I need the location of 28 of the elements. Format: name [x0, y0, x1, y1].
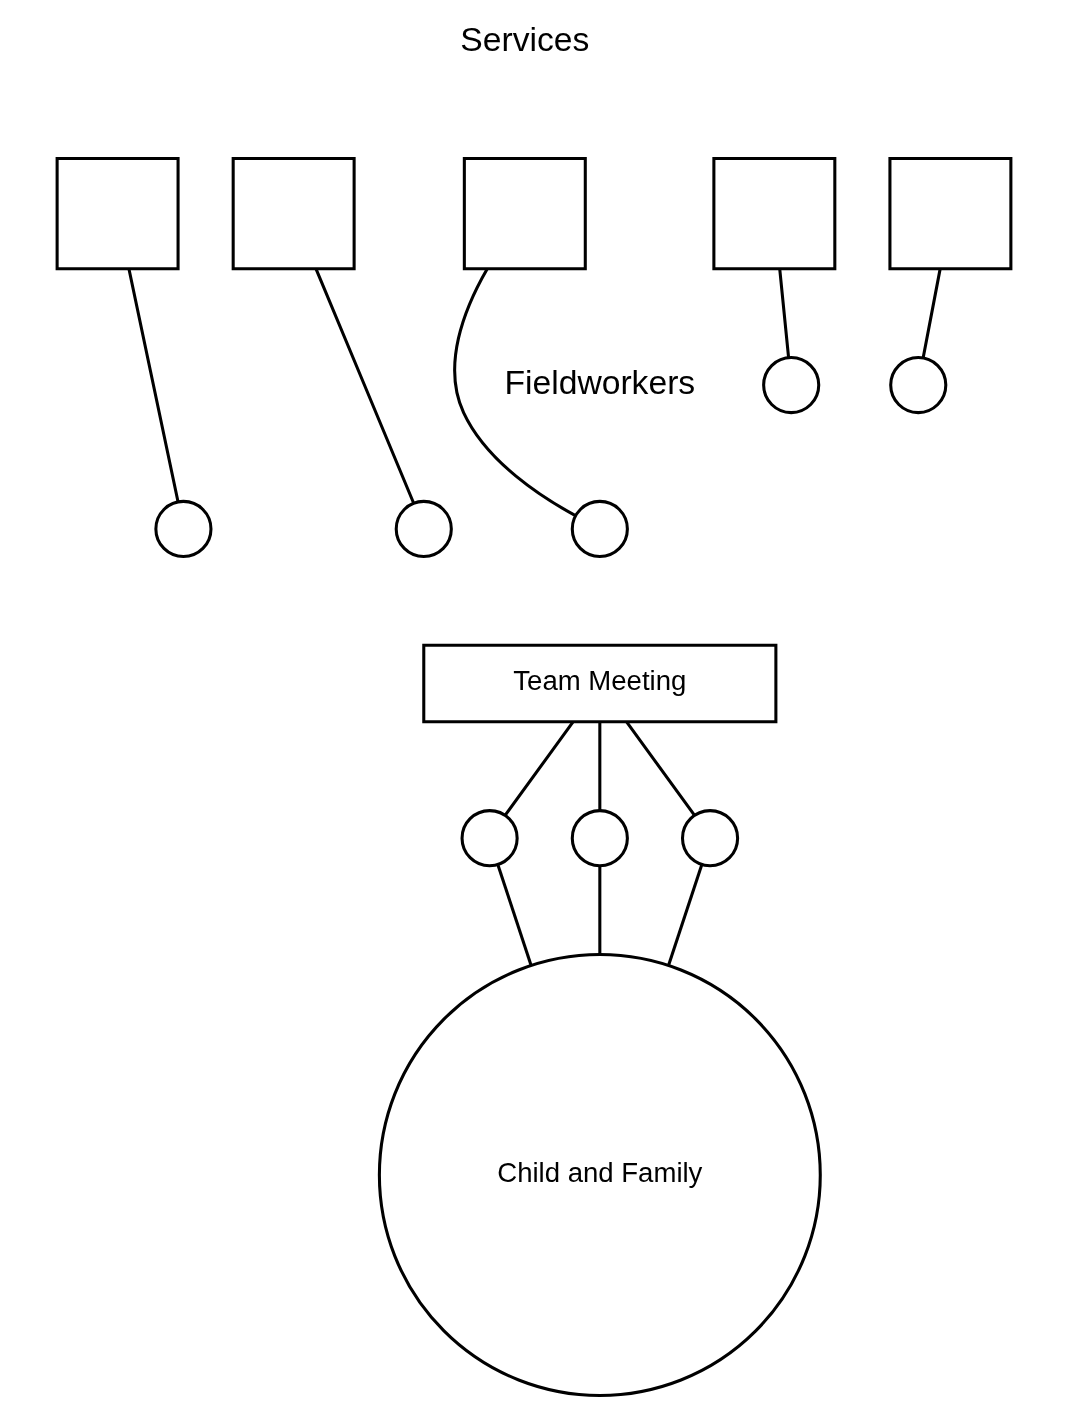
node-circle [570, 499, 629, 559]
connector [778, 268, 791, 358]
node-circle [762, 355, 821, 415]
node-box: Team Meeting [422, 643, 778, 724]
node-circle [680, 809, 740, 868]
node-box [55, 156, 180, 271]
node-box [888, 156, 1013, 271]
connector [496, 864, 533, 966]
connector [598, 865, 602, 955]
node-box [462, 156, 587, 271]
node-box [231, 156, 356, 271]
label: Services [460, 20, 590, 58]
connector [503, 721, 575, 817]
connector [921, 268, 942, 358]
connector [625, 721, 696, 817]
node-circle [889, 355, 948, 415]
connector [667, 864, 704, 966]
connector [453, 268, 577, 517]
label: Fieldworkers [504, 363, 696, 401]
node-circle [460, 809, 519, 868]
node-circle [570, 809, 629, 868]
connector [598, 722, 602, 811]
node-circle [394, 499, 453, 559]
connector [314, 268, 415, 504]
node-box [712, 156, 837, 271]
node-circle: Child and Family [377, 953, 822, 1397]
connector [127, 268, 180, 502]
node-circle [154, 499, 213, 559]
